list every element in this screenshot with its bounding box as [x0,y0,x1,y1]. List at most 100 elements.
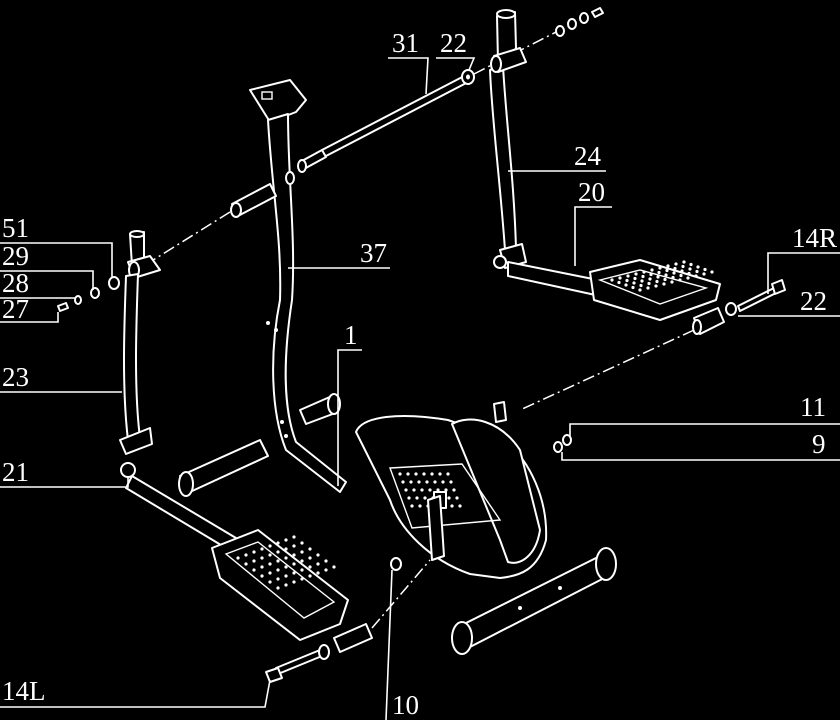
perforation-dot [632,281,636,285]
perforation-dot [674,262,678,266]
perforation-dot [436,488,440,492]
perforation-dot [316,553,320,557]
perforation-dot [702,272,706,276]
label-22-top: 22 [440,28,467,58]
perforation-dot [292,544,296,548]
perforation-dot [673,266,677,271]
perforation-dot [624,283,628,287]
main-body-1 [355,415,548,579]
perforation-dot [438,472,442,476]
perforation-dot [672,271,676,275]
perforation-dot [686,276,690,280]
perforation-dot [452,488,456,492]
perforation-dot [420,488,424,492]
perforation-dot [679,273,683,278]
label-9: 9 [812,429,826,459]
leader-21 [0,476,129,488]
label-37: 37 [360,238,387,268]
perforation-dot [625,278,629,283]
perforation-dot [260,547,264,551]
right-pedal [589,259,721,321]
perforation-dot [412,488,416,492]
axis-line-top-left [149,211,231,263]
leader-9 [561,452,840,461]
axis-line-left-pedal [371,559,431,629]
label-1: 1 [344,320,358,350]
perforation-dot [324,559,328,563]
perforation-dot [664,273,668,277]
perforation-dot [681,264,685,269]
label-27: 27 [2,294,29,324]
leader-20 [574,206,612,266]
perforation-dot [292,553,296,557]
perforation-dot [417,480,421,484]
right-handlebar-24 [489,9,527,251]
perforation-dot [418,504,422,508]
perforation-dot [631,285,635,290]
perforation-dot [425,480,429,484]
perforation-dot [252,559,256,563]
perforation-dot [300,550,304,554]
perforation-dot [678,278,682,282]
perforation-dot [308,574,312,578]
perforation-dot [695,269,699,274]
perforation-dot [252,568,256,572]
perforation-dot [410,504,414,508]
perforation-dot [268,580,272,584]
label-28: 28 [2,268,29,298]
bolt-14R [737,279,786,312]
rear-stabilizer [451,547,617,655]
perforation-dot [446,472,450,476]
perforation-dot [276,559,280,563]
label-21: 21 [2,457,29,487]
perforation-dot [268,544,272,548]
label-22-right: 22 [800,286,827,316]
perforation-dot [658,266,662,270]
perforation-dot [634,272,638,276]
perforation-dot [260,565,264,569]
leader-10 [385,569,393,720]
perforation-dot [292,580,296,584]
perforation-dot [244,553,248,557]
perforation-dot [441,480,445,484]
label-23: 23 [2,362,29,392]
label-11: 11 [800,392,826,422]
perforation-dot [316,571,320,575]
left-handle-sleeve [230,171,295,218]
perforation-dot [670,280,674,284]
leader-27 [0,312,59,323]
right-pedal-arm-20 [493,243,601,297]
perforation-dot [696,265,700,269]
perforation-dot [450,504,454,508]
label-29: 29 [2,241,29,271]
perforation-dot [284,547,288,551]
perforation-dot [650,268,654,272]
label-10: 10 [392,690,419,720]
perforation-dot [276,568,280,572]
perforation-dot [663,277,667,282]
perforation-dot [300,559,304,563]
leader-29 [0,270,94,290]
perforation-dot [300,577,304,581]
perforation-dot [276,550,280,554]
perforation-dot [316,562,320,566]
perforation-dot [649,272,653,277]
perforation-dot [703,267,707,272]
perforation-dot [433,480,437,484]
leader-22-top [436,57,476,71]
perforation-dot [680,269,684,273]
perforation-dot [268,553,272,557]
label-31: 31 [392,28,419,58]
perforation-dot [308,565,312,569]
perforation-dot [422,472,426,476]
leader-14R [767,252,840,294]
perforation-dot [687,271,691,276]
label-14L: 14L [2,676,46,706]
perforation-dot [648,277,652,281]
perforation-dot [268,562,272,566]
perforation-dot [610,278,614,282]
perforation-dot [428,488,432,492]
perforation-dot [657,270,661,275]
perforation-dot [449,480,453,484]
